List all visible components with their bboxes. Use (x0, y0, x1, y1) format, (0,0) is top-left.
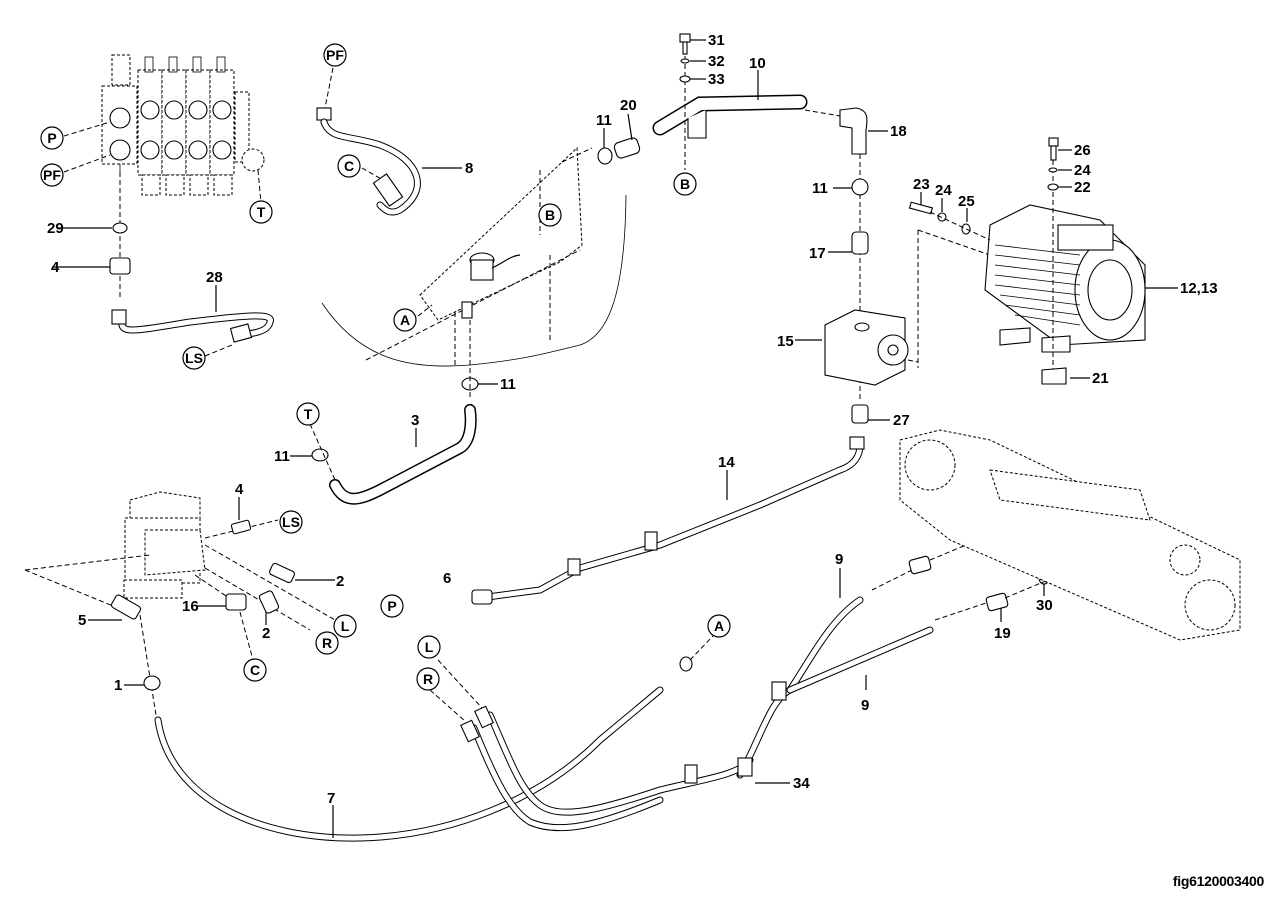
marker-T: T (296, 402, 320, 426)
callout-11: 11 (812, 180, 828, 197)
marker-C: C (337, 154, 361, 178)
svg-text:C: C (250, 662, 260, 678)
callout-4: 4 (235, 481, 244, 498)
svg-text:P: P (387, 598, 396, 614)
svg-text:B: B (545, 207, 555, 223)
pump-15 (824, 309, 909, 386)
callout-27: 27 (893, 412, 910, 429)
callout-9: 9 (861, 697, 869, 714)
callout-31: 31 (708, 32, 725, 49)
steer-axle (899, 429, 1241, 641)
svg-text:LS: LS (282, 514, 300, 530)
callout-23: 23 (913, 176, 930, 193)
callout-11: 11 (596, 112, 612, 129)
callout-2: 2 (262, 625, 270, 642)
electric-motor-12-13 (984, 204, 1146, 353)
svg-text:A: A (400, 312, 410, 328)
callout-1: 1 (114, 677, 122, 694)
callout-21: 21 (1092, 370, 1109, 387)
callout-9: 9 (835, 551, 843, 568)
svg-text:LS: LS (185, 350, 203, 366)
svg-text:T: T (304, 406, 313, 422)
svg-text:L: L (341, 618, 350, 634)
marker-P: P (40, 126, 64, 150)
callout-18: 18 (890, 123, 907, 140)
callout-17: 17 (809, 245, 826, 262)
svg-text:C: C (344, 158, 354, 174)
marker-B: B (673, 172, 697, 196)
callout-16: 16 (182, 598, 199, 615)
hydraulic-tank (321, 146, 627, 367)
hose-8 (316, 107, 421, 216)
callout-4: 4 (51, 259, 60, 276)
svg-text:B: B (680, 176, 690, 192)
callout-26: 26 (1074, 142, 1091, 159)
hose-14 (471, 436, 865, 605)
marker-R: R (416, 667, 440, 691)
callout-25: 25 (958, 193, 975, 210)
hose-7 (154, 686, 664, 842)
callout-12-13: 12,13 (1180, 280, 1218, 297)
pipe-3 (329, 404, 477, 505)
connection-markers: P PF T LS PF C B B A T LS L R C P A L R (40, 43, 731, 691)
svg-text:L: L (425, 639, 434, 655)
callout-6: 6 (443, 570, 451, 587)
svg-text:T: T (257, 204, 266, 220)
marker-A: A (707, 614, 731, 638)
callout-19: 19 (994, 625, 1011, 642)
svg-text:PF: PF (326, 47, 344, 63)
callout-32: 32 (708, 53, 725, 70)
callout-10: 10 (749, 55, 766, 72)
svg-text:A: A (714, 618, 724, 634)
marker-A: A (393, 308, 417, 332)
hose-pair-L-R (460, 705, 754, 832)
marker-B: B (538, 203, 562, 227)
callout-33: 33 (708, 71, 725, 88)
marker-R: R (315, 631, 339, 655)
callout-5: 5 (78, 612, 86, 629)
marker-P: P (380, 594, 404, 618)
callout-14: 14 (718, 454, 735, 471)
callout-11: 11 (274, 448, 290, 465)
steering-unit (123, 491, 206, 599)
callout-3: 3 (411, 412, 419, 429)
callout-34: 34 (793, 775, 810, 792)
marker-T: T (249, 200, 273, 224)
svg-text:P: P (47, 130, 56, 146)
svg-text:R: R (423, 671, 433, 687)
callout-8: 8 (465, 160, 473, 177)
callout-2: 2 (336, 573, 344, 590)
callout-24: 24 (1074, 162, 1091, 179)
marker-LS: LS (279, 510, 303, 534)
control-valve-assembly (101, 54, 265, 196)
hose-28 (111, 309, 274, 343)
pipe-10 (652, 94, 808, 139)
marker-C: C (243, 658, 267, 682)
marker-L: L (333, 614, 357, 638)
callout-29: 29 (47, 220, 64, 237)
callout-24: 24 (935, 182, 952, 199)
callout-22: 22 (1074, 179, 1091, 196)
callout-28: 28 (206, 269, 223, 286)
marker-PF: PF (323, 43, 347, 67)
callout-15: 15 (777, 333, 794, 350)
callout-7: 7 (327, 790, 335, 807)
callout-20: 20 (620, 97, 637, 114)
callout-11: 11 (500, 376, 516, 393)
svg-text:PF: PF (43, 167, 61, 183)
part-callout-labels: 31 32 33 10 20 11 18 8 11 17 26 24 22 23… (47, 32, 1218, 807)
marker-LS: LS (182, 346, 206, 370)
marker-PF: PF (40, 163, 64, 187)
hoses-9 (684, 596, 934, 784)
callout-30: 30 (1036, 597, 1053, 614)
marker-L: L (417, 635, 441, 659)
figure-id: fig6120003400 (1172, 873, 1264, 889)
svg-text:R: R (322, 635, 332, 651)
